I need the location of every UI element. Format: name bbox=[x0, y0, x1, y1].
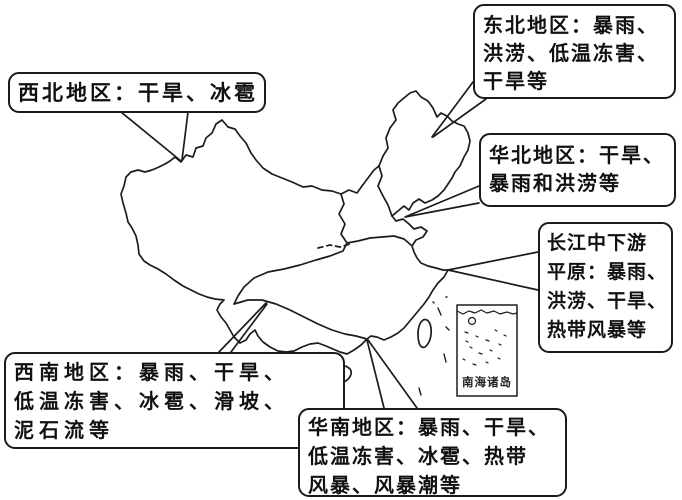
callout-yangtze-plain-region: 长江中下游 平原：暴雨、 洪涝、干旱、 热带风暴等 bbox=[538, 222, 673, 353]
internal-boundaries bbox=[233, 165, 412, 340]
taiwan-island bbox=[417, 318, 433, 349]
leader-line-northwest bbox=[120, 111, 189, 162]
callout-text-line: 西南地区：暴雨、干旱、 bbox=[14, 362, 289, 384]
china-outline bbox=[120, 90, 471, 355]
callout-text-line: 热带风暴等 bbox=[547, 320, 648, 341]
callout-text-line: 低温冻害、冰雹、滑坡、 bbox=[14, 391, 289, 413]
callout-text-line: 长江中下游 bbox=[547, 233, 648, 254]
callout-northwest-region: 西北地区：干旱、冰雹 bbox=[8, 72, 266, 113]
callout-text-line: 暴雨和洪涝等 bbox=[489, 173, 621, 195]
callout-text-line: 华南地区：暴雨、干旱、 bbox=[308, 417, 550, 439]
callout-text-line: 洪涝、低温冻害、 bbox=[483, 43, 659, 65]
callout-north-china-region: 华北地区：干旱、 暴雨和洪涝等 bbox=[479, 133, 676, 207]
inset-coastline bbox=[456, 309, 518, 315]
leader-line-yangtze bbox=[447, 251, 539, 291]
leader-line-south-china bbox=[366, 339, 418, 409]
callout-text-line: 东北地区：暴雨、 bbox=[483, 15, 659, 37]
leader-line-north-china bbox=[404, 185, 480, 218]
callout-text-line: 风暴、风暴潮等 bbox=[308, 475, 462, 497]
callout-text-line: 洪涝、干旱、 bbox=[547, 291, 668, 312]
callout-text-line: 干旱等 bbox=[483, 71, 549, 93]
inset-hainan-island bbox=[467, 316, 477, 326]
callout-text-line: 华北地区：干旱、 bbox=[489, 145, 665, 167]
inset-label: 南海诸岛 bbox=[462, 377, 512, 389]
small-islands bbox=[418, 296, 450, 396]
leader-line-northeast bbox=[431, 81, 487, 138]
inset-south-china-sea-box bbox=[456, 304, 518, 397]
inset-island-dots bbox=[462, 329, 507, 366]
callout-south-china-region: 华南地区：暴雨、干旱、 低温冻害、冰雹、热带 风暴、风暴潮等 bbox=[298, 408, 567, 497]
callout-southwest-region: 西南地区：暴雨、干旱、 低温冻害、冰雹、滑坡、 泥石流等 bbox=[4, 352, 345, 449]
river-dashed-segment bbox=[317, 243, 351, 249]
callout-northeast-region: 东北地区：暴雨、 洪涝、低温冻害、 干旱等 bbox=[473, 4, 676, 99]
leader-line-southwest bbox=[218, 302, 268, 353]
callout-text-line: 低温冻害、冰雹、热带 bbox=[308, 446, 528, 468]
callout-text-line: 平原：暴雨、 bbox=[547, 262, 668, 283]
callout-text-line: 泥石流等 bbox=[14, 420, 114, 442]
callout-text-line: 西北地区：干旱、冰雹 bbox=[18, 81, 258, 105]
